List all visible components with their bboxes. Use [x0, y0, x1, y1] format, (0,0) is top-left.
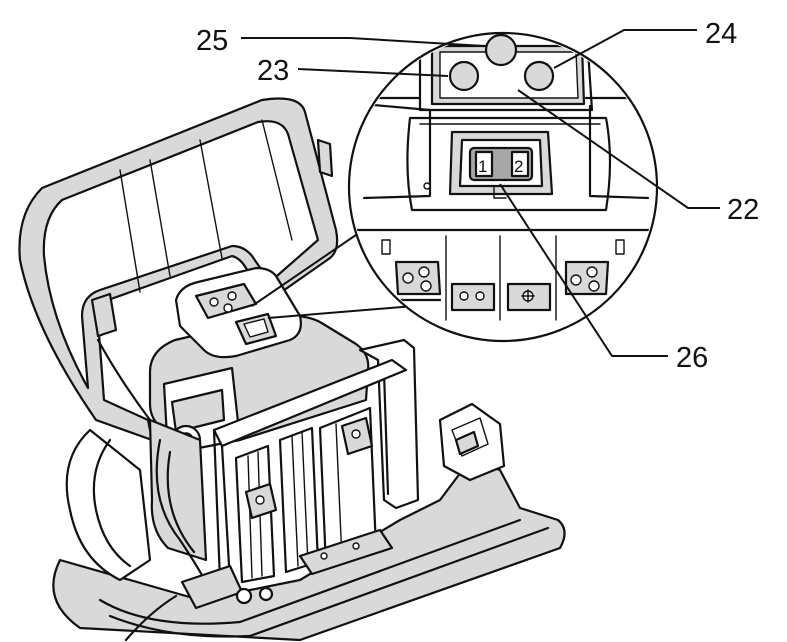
- connector-slot-2-label: 2: [514, 157, 523, 176]
- open-lid: [18, 97, 339, 442]
- callout-25: 25: [196, 25, 228, 57]
- callout-23: 23: [257, 55, 289, 87]
- callout-24: 24: [705, 18, 737, 50]
- connector-slot-1-label: 1: [478, 157, 487, 176]
- charger-base: [52, 402, 566, 642]
- callout-lines: [241, 29, 720, 357]
- callout-22: 22: [727, 194, 759, 226]
- detail-magnifier: [347, 31, 659, 343]
- cell-holder: [124, 358, 408, 642]
- callout-26: 26: [676, 342, 708, 374]
- magnifier-leaders: [251, 223, 415, 319]
